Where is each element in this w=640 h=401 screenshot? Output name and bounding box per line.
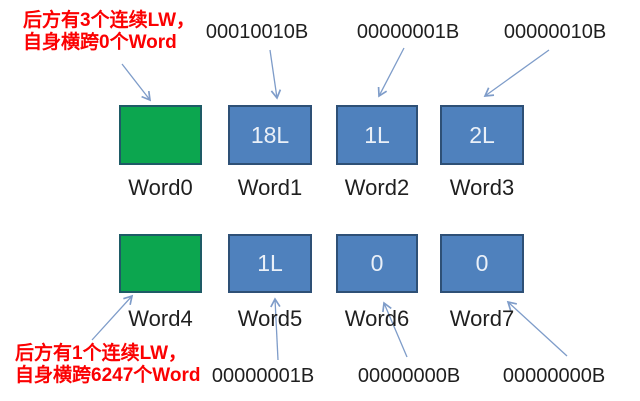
word4-box <box>119 234 202 293</box>
word7-value: 0 <box>475 250 489 276</box>
word3-value: 2L <box>469 121 495 148</box>
annotation-top-left: 后方有3个连续LW， 自身横跨0个Word <box>23 10 195 54</box>
word2-box: 1L <box>336 105 418 165</box>
annotation-top-left-line2: 自身横跨0个Word <box>23 32 177 53</box>
binary-label-top-3: 00000010B <box>503 21 607 43</box>
binary-label-bottom-2: 00000000B <box>357 365 461 387</box>
word1-label: Word1 <box>237 175 303 200</box>
word6-label: Word6 <box>344 306 410 331</box>
word3-box: 2L <box>440 105 524 165</box>
word1-box: 18L <box>228 105 312 165</box>
word5-value: 1L <box>257 250 283 276</box>
word5-label: Word5 <box>237 306 303 331</box>
word2-value: 1L <box>364 121 390 148</box>
word5-box: 1L <box>228 234 312 293</box>
annotation-bottom-left-line1: 后方有1个连续LW， <box>15 343 188 364</box>
word0-label: Word0 <box>128 175 193 200</box>
word1-value: 18L <box>250 121 290 148</box>
binary-label-bottom-3: 00000000B <box>502 365 606 387</box>
word6-value: 0 <box>370 250 384 276</box>
word6-box: 0 <box>336 234 418 293</box>
annotation-bottom-left: 后方有1个连续LW， 自身横跨6247个Word <box>15 343 200 387</box>
word7-label: Word7 <box>449 306 515 331</box>
annotation-bottom-left-line2: 自身横跨6247个Word <box>15 365 201 386</box>
arrow-binary-to-word1-icon <box>269 49 282 100</box>
arrow-binary-to-word2-icon <box>377 47 405 98</box>
arrow-binary-to-word3-icon <box>483 49 550 97</box>
word4-label: Word4 <box>128 306 193 331</box>
annotation-top-left-line1: 后方有3个连续LW， <box>23 10 196 31</box>
word3-label: Word3 <box>449 175 515 200</box>
binary-label-top-1: 00010010B <box>205 21 309 43</box>
binary-label-top-2: 00000001B <box>356 21 460 43</box>
binary-label-bottom-1: 00000001B <box>211 365 315 387</box>
word2-label: Word2 <box>344 175 410 200</box>
word7-box: 0 <box>440 234 524 293</box>
arrow-annotation-to-word0-icon <box>121 63 152 102</box>
word0-box <box>119 105 202 165</box>
